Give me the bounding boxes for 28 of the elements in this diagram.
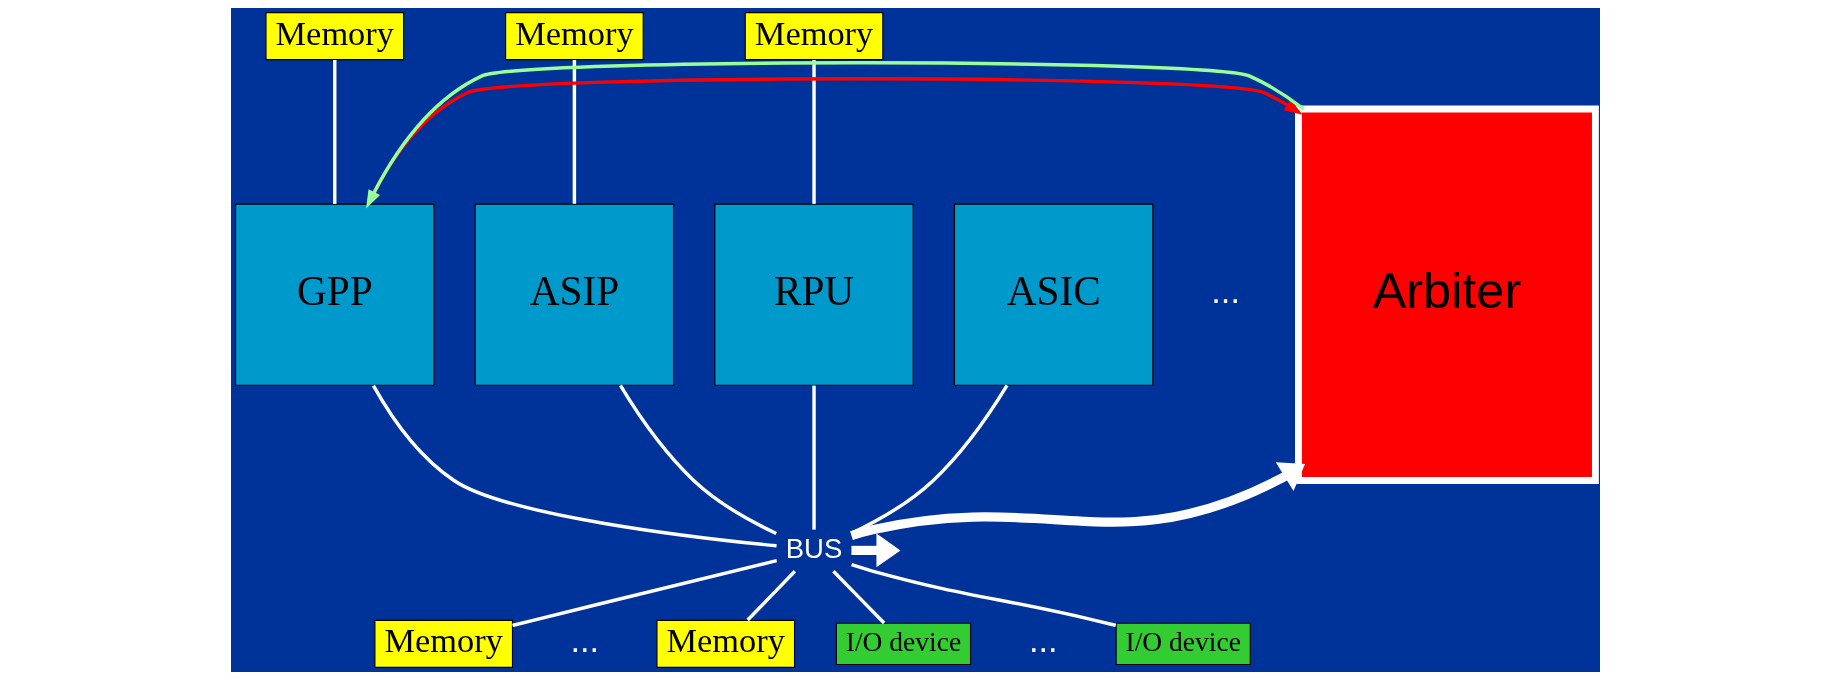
connector <box>832 570 886 625</box>
connector <box>812 385 816 530</box>
node-box: Memory <box>505 12 644 61</box>
label: ... <box>1211 272 1240 311</box>
node-box: Memory <box>656 619 796 668</box>
label: ... <box>1029 621 1058 660</box>
connector <box>572 60 577 204</box>
node-box: RPU <box>714 203 914 386</box>
arrow <box>850 462 1306 540</box>
node-box: Memory <box>374 619 514 668</box>
arrow <box>851 533 901 568</box>
node-box: I/O device <box>835 622 972 666</box>
node-box: Memory <box>265 12 405 61</box>
node-box: Arbiter <box>1295 105 1599 484</box>
node-text: BUS <box>785 532 843 564</box>
node-box: I/O device <box>1115 622 1251 666</box>
node-box: ASIP <box>474 203 675 386</box>
connector <box>333 60 337 204</box>
connector <box>746 570 797 622</box>
connector <box>618 384 777 535</box>
node-box: Memory <box>744 12 884 61</box>
label: ... <box>570 621 600 660</box>
connector <box>512 558 778 628</box>
connector <box>812 60 816 204</box>
connector <box>851 563 1117 628</box>
node-box: GPP <box>235 203 435 386</box>
connector <box>371 384 777 548</box>
node-box: ASIC <box>953 203 1154 386</box>
